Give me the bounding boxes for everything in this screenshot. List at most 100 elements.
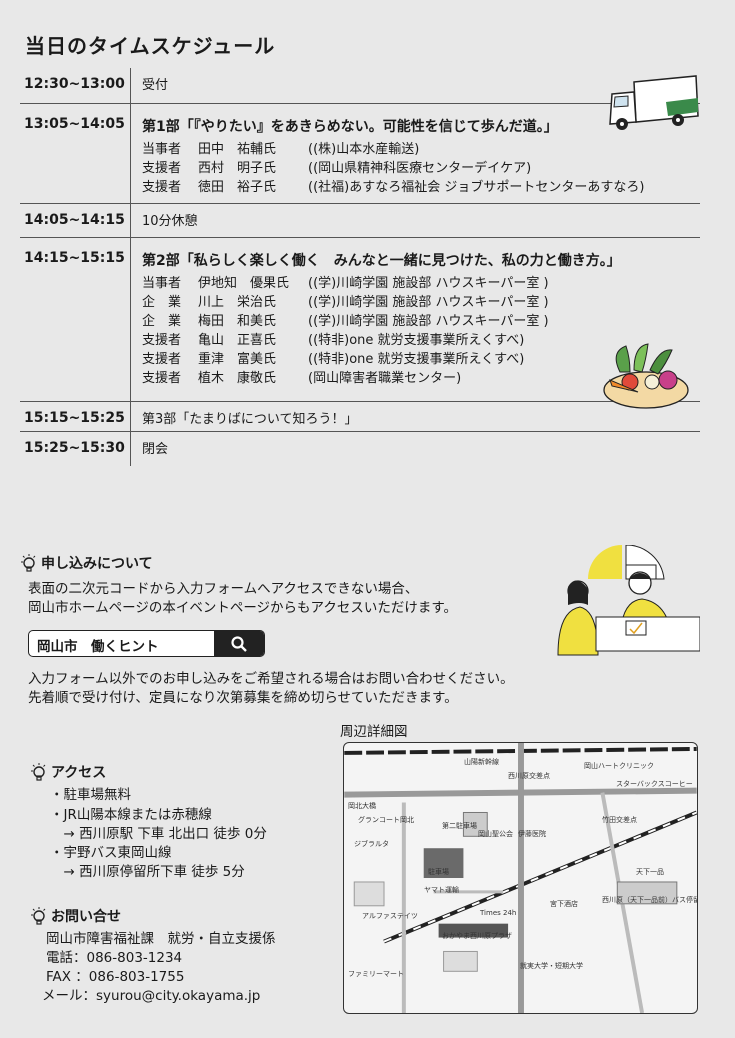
access-item: → 西川原駅 下車 北出口 徒歩 0分	[50, 826, 267, 842]
map-label: 西川原交差点	[508, 772, 550, 780]
speaker-org: (株)山本水産輸送)	[313, 142, 420, 157]
map-label: スターバックスコーヒー	[616, 780, 693, 788]
application-text-1: 表面の二次元コードから入力フォームへアクセスできない場合、	[28, 581, 419, 597]
schedule-body: 第1部「『やりたい』をあきらめない。可能性を信じて歩んだ道。」当事者 田中 祐輔氏…	[142, 104, 700, 197]
map-label: 宮下酒店	[550, 900, 578, 908]
speaker-org: 岡山障害者職業センター)	[313, 371, 462, 386]
speaker-line: 支援者西村 明子氏((岡山県精神科医療センターデイケア)	[142, 159, 700, 178]
speaker-org: (特非)one 就労支援事業所えくすべ)	[313, 352, 525, 367]
paren: (	[308, 333, 314, 348]
speaker-org: (学)川崎学園 施設部 ハウスキーパー室 )	[313, 295, 549, 310]
paren: (	[308, 314, 314, 329]
column-divider	[130, 402, 131, 431]
speaker-name: 植木 康敬氏	[198, 371, 277, 386]
map-label: 第二駐車場	[442, 822, 477, 830]
schedule-row: 12:30~13:00 受付	[20, 68, 700, 104]
speaker-role: 企 業	[142, 314, 182, 329]
map-title: 周辺詳細図	[340, 724, 408, 740]
map-label: ファミリーマート	[348, 970, 404, 978]
schedule-heading: 受付	[142, 78, 169, 93]
map-label: 岡山聖公会	[478, 830, 513, 838]
consultation-illustration	[557, 545, 700, 656]
speaker-name: 西村 明子氏	[198, 161, 277, 176]
speaker-org: (特非)one 就労支援事業所えくすべ)	[313, 333, 525, 348]
contact-title: お問い合せ	[51, 909, 121, 925]
contact-email[interactable]: メール：syurou@city.okayama.jp	[42, 988, 261, 1004]
map-label: 天下一品	[636, 868, 664, 876]
application-text-2: 岡山市ホームページの本イベントページからもアクセスいただけます。	[28, 600, 458, 616]
speaker-role: 支援者	[142, 352, 182, 367]
paren: (	[308, 352, 314, 367]
map-label: グランコート岡北	[358, 816, 414, 824]
column-divider	[130, 68, 131, 103]
map-label: 岡山ハートクリニック	[584, 762, 654, 770]
schedule-row: 14:15~15:15 第2部「私らしく楽しく働く みんなと一緒に見つけた、私の力…	[20, 238, 700, 402]
column-divider	[130, 104, 131, 203]
search-button[interactable]	[214, 631, 264, 656]
speaker-name: 梅田 和美氏	[198, 314, 277, 329]
access-title: アクセス	[51, 765, 107, 781]
map-label: 伊藤医院	[518, 830, 546, 838]
schedule-time: 13:05~14:05	[24, 116, 125, 132]
schedule-row: 13:05~14:05 第1部「『やりたい』をあきらめない。可能性を信じて歩んだ道…	[20, 104, 700, 204]
truck-illustration	[609, 75, 699, 130]
contact-org: 岡山市障害福祉課 就労・自立支援係	[46, 931, 276, 947]
lightbulb-icon	[31, 763, 46, 781]
speaker-line: 支援者植木 康敬氏(岡山障害者職業センター)	[142, 369, 700, 388]
schedule-heading: 第1部「『やりたい』をあきらめない。可能性を信じて歩んだ道。」	[142, 119, 558, 135]
map-drawing	[344, 743, 697, 1013]
map-label: 駐車場	[428, 868, 449, 876]
schedule-body: 第3部「たまりばについて知ろう！」	[142, 402, 700, 429]
map-label: ヤマト運輸	[424, 886, 459, 894]
speaker-line: 支援者徳田 裕子氏((社福)あすなろ福祉会 ジョブサポートセンターあすなろ)	[142, 178, 700, 197]
schedule-body: 第2部「私らしく楽しく働く みんなと一緒に見つけた、私の力と働き方。」当事者伊地…	[142, 238, 700, 388]
search-box[interactable]: 岡山市 働くヒント	[28, 630, 265, 657]
access-item: → 西川原停留所下車 徒歩 5分	[50, 864, 245, 880]
speaker-line: 支援者 重津 富美氏 ((特非)one 就労支援事業所えくすべ)	[142, 350, 700, 369]
speaker-role: 支援者	[142, 371, 182, 386]
speaker-role: 当事者	[142, 142, 182, 157]
schedule-title: 当日のタイムスケジュール	[25, 34, 276, 58]
map-label: 竹田交差点	[602, 816, 637, 824]
speaker-line: 企 業川上 栄治氏((学)川崎学園 施設部 ハウスキーパー室 )	[142, 293, 700, 312]
schedule-heading: 第3部「たまりばについて知ろう！」	[142, 412, 358, 427]
schedule-body: 閉会	[142, 432, 700, 459]
schedule-time: 14:15~15:15	[24, 250, 125, 266]
speaker-line: 企 業 梅田 和美氏 ((学)川崎学園 施設部 ハウスキーパー室 )	[142, 312, 700, 331]
column-divider	[130, 204, 131, 237]
speaker-name: 亀山 正喜氏	[198, 333, 277, 348]
lightbulb-icon	[21, 554, 36, 572]
map-label: Times 24h	[480, 909, 517, 917]
application-text-4: 先着順で受け付け、定員になり次第募集を締め切らせていただきます。	[28, 690, 458, 706]
map-label: 山陽新幹線	[464, 758, 499, 766]
speaker-role: 支援者	[142, 180, 182, 195]
speaker-line: 当事者伊地知 優果氏((学)川崎学園 施設部 ハウスキーパー室 )	[142, 274, 700, 293]
schedule-body: 10分休憩	[142, 204, 700, 231]
access-item: ・宇野バス東岡山線	[50, 845, 172, 861]
speaker-role: 支援者	[142, 333, 182, 348]
application-text-3: 入力フォーム以外でのお申し込みをご希望される場合はお問い合わせください。	[28, 671, 514, 687]
application-title: 申し込みについて	[41, 556, 153, 572]
access-heading: アクセス	[28, 762, 106, 782]
schedule-time: 12:30~13:00	[24, 76, 125, 92]
speaker-org: (学)川崎学園 施設部 ハウスキーパー室 )	[313, 276, 549, 291]
map-label: 西川原（天下一品前）バス停留所	[602, 896, 698, 904]
map-label: 岡北大橋	[348, 802, 376, 810]
speaker-org: (岡山県精神科医療センターデイケア)	[313, 161, 532, 176]
column-divider	[130, 238, 131, 401]
contact-tel: 電話：086-803-1234	[46, 950, 183, 966]
map-label: 就実大学・短期大学	[520, 962, 583, 970]
contact-fax: FAX ：086-803-1755	[46, 969, 185, 985]
schedule-heading: 10分休憩	[142, 214, 198, 229]
speaker-line: 支援者 亀山 正喜氏 ((特非)one 就労支援事業所えくすべ)	[142, 331, 700, 350]
speaker-org: (学)川崎学園 施設部 ハウスキーパー室 )	[313, 314, 549, 329]
speaker-name: 重津 富美氏	[198, 352, 277, 367]
area-map[interactable]: 山陽新幹線西川原交差点 岡山ハートクリニックスターバックスコーヒー竹田交差点 岡北大…	[343, 742, 698, 1014]
schedule-body: 受付	[142, 68, 700, 95]
speaker-name: 伊地知 優果氏	[198, 276, 290, 291]
speaker-name: 田中 祐輔氏	[198, 142, 277, 157]
vegetable-basket-illustration	[603, 343, 689, 409]
